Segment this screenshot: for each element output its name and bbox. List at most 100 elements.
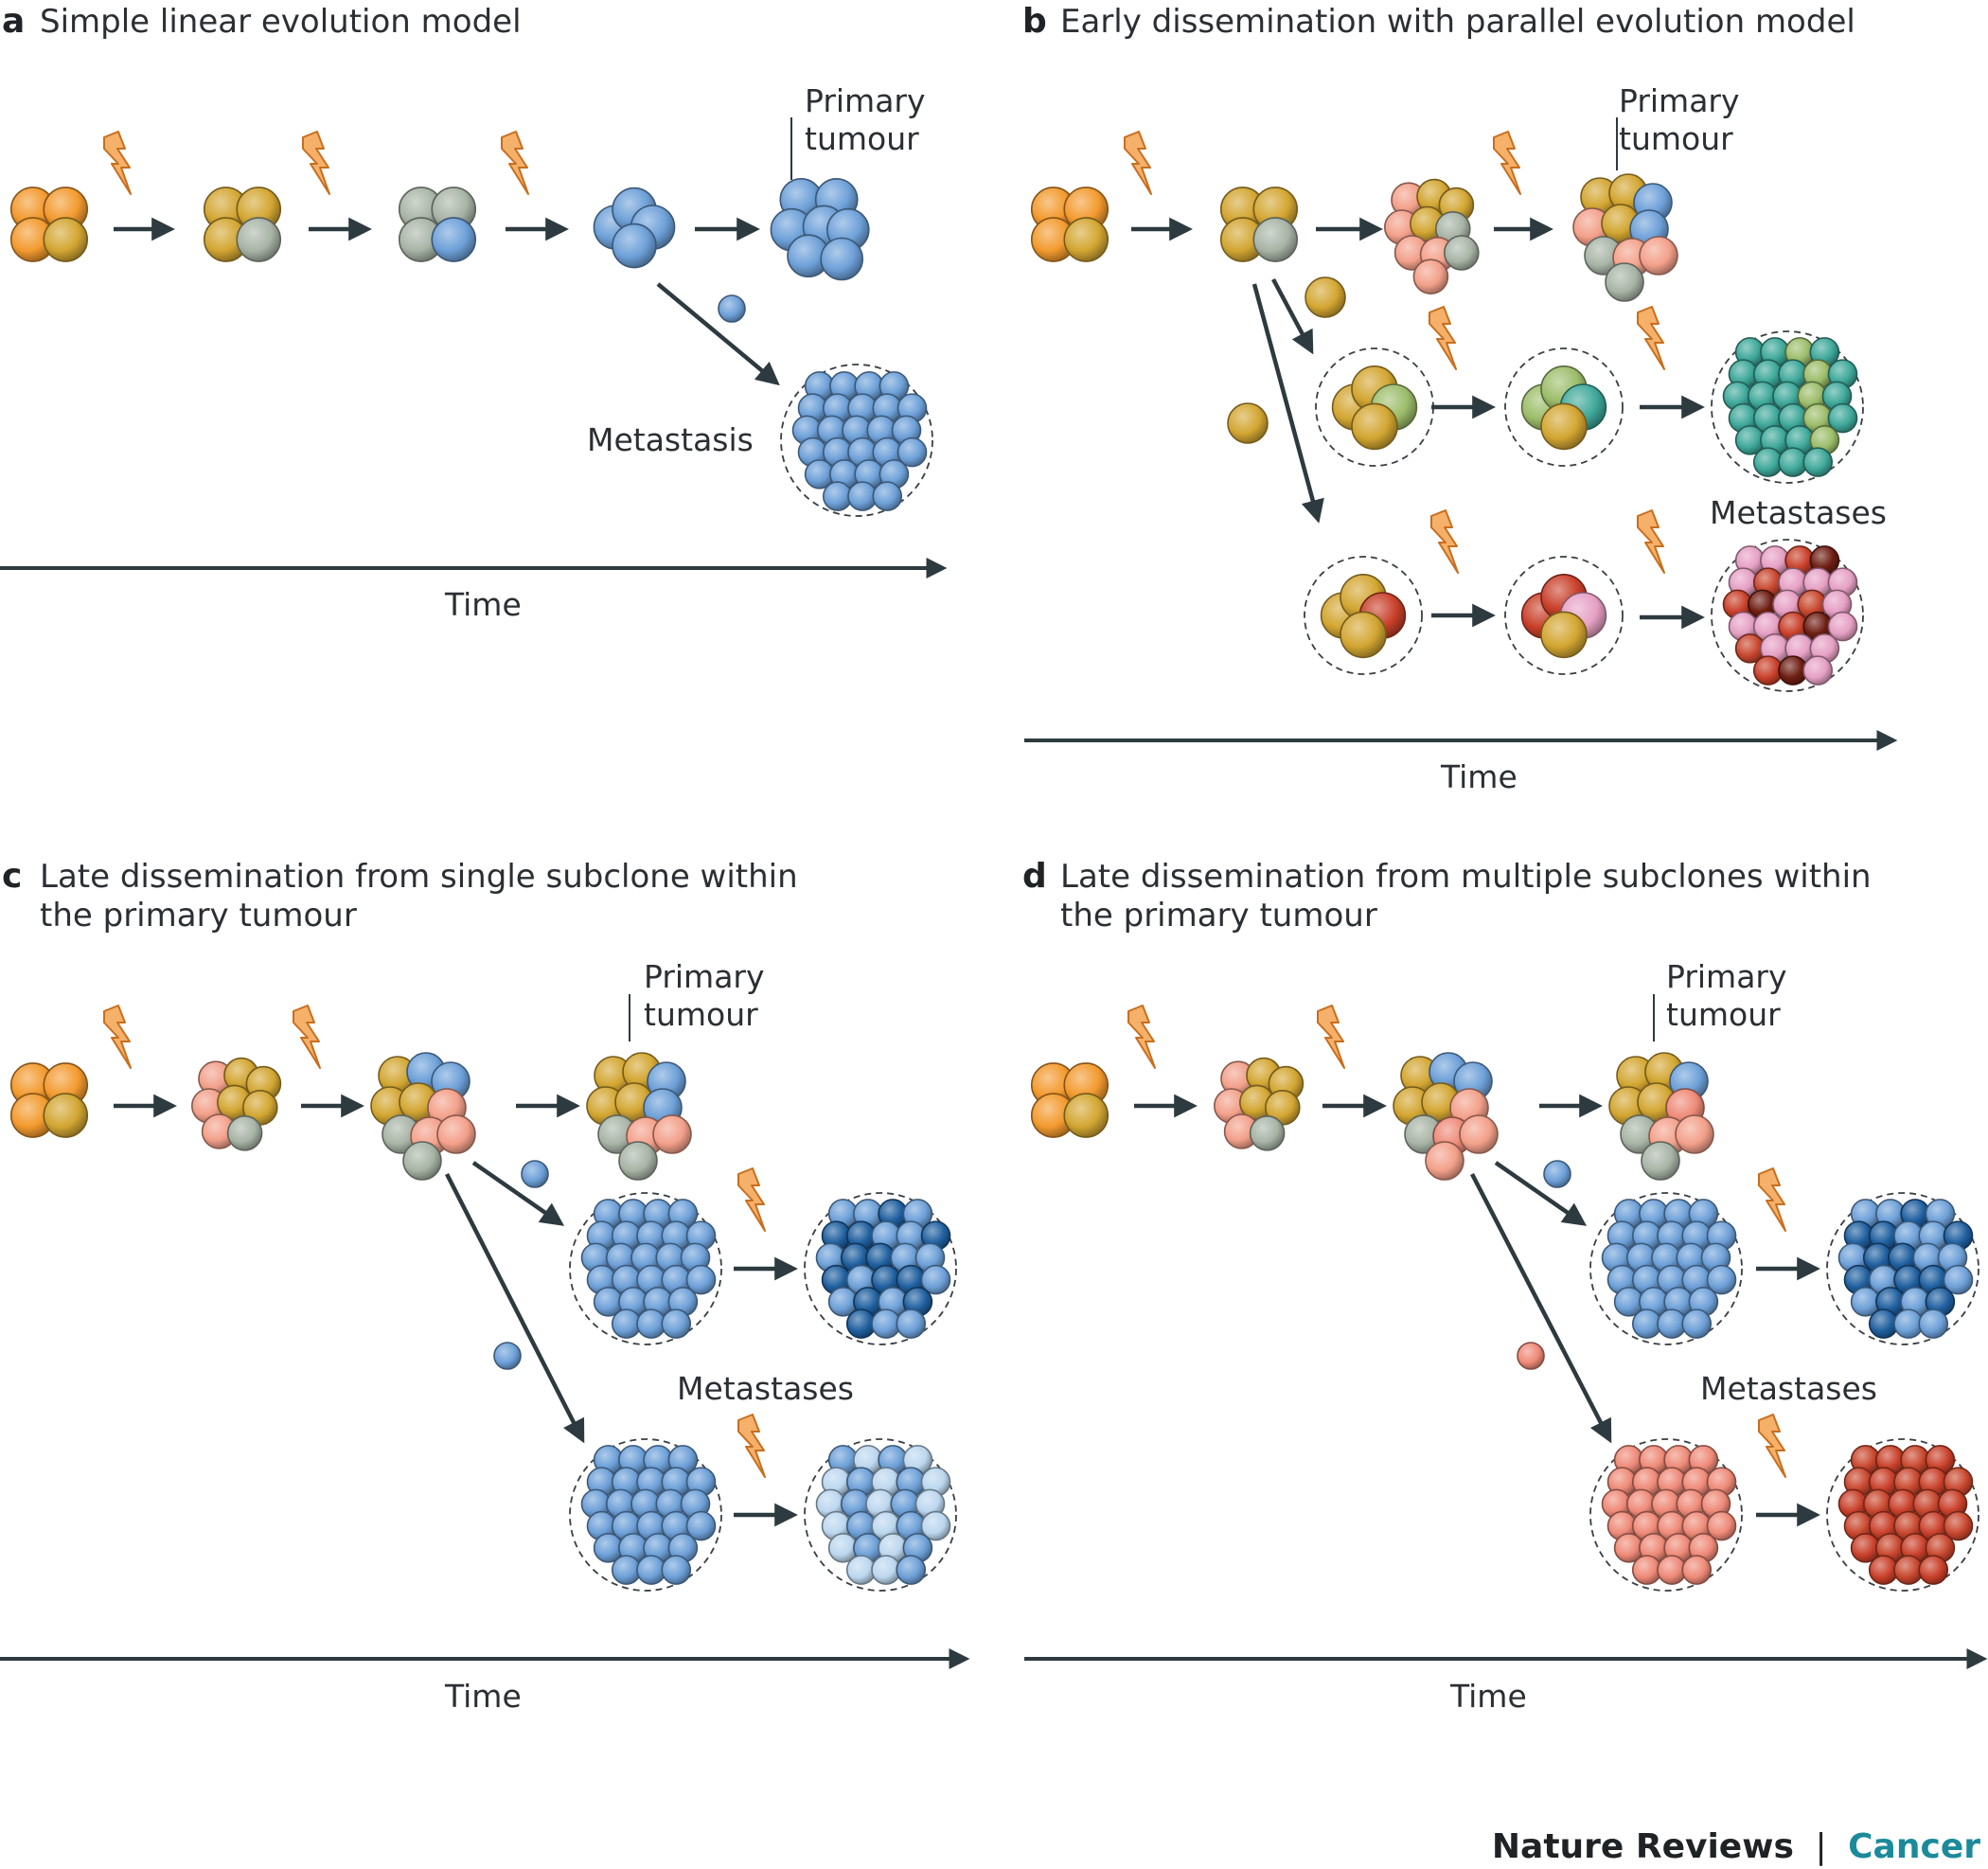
journal-brand: Nature Reviews | Cancer bbox=[1492, 1827, 1980, 1866]
panel-d-primary-label-2: tumour bbox=[1666, 996, 1781, 1033]
cell-sphere-icon bbox=[1459, 1114, 1499, 1154]
lightning-bolt-icon bbox=[1127, 1005, 1156, 1069]
metastasis-site bbox=[1826, 1438, 1979, 1592]
lightning-bolt-icon bbox=[1493, 131, 1521, 195]
cell-sphere-icon bbox=[1827, 611, 1858, 642]
cell-sphere-icon bbox=[431, 217, 477, 262]
metastasis-site bbox=[1826, 1192, 1979, 1345]
panel-d-metastasis-2-evolved bbox=[1837, 1445, 1974, 1585]
cell-sphere-icon bbox=[685, 1510, 717, 1541]
cell-sphere-icon bbox=[1706, 1510, 1737, 1541]
lightning-bolt-icon bbox=[1758, 1414, 1786, 1478]
dissemination-arrow bbox=[656, 282, 780, 386]
cell-sphere-icon bbox=[1802, 655, 1834, 685]
panel-a-metastasis bbox=[791, 371, 928, 511]
panel-d-time-label: Time bbox=[1449, 1678, 1527, 1715]
metastasis-site bbox=[1589, 1192, 1743, 1345]
metastasis-site bbox=[804, 1192, 957, 1345]
lightning-bolt-icon bbox=[1317, 1005, 1345, 1069]
disseminated-cell bbox=[718, 294, 746, 323]
cell-sphere-icon bbox=[236, 217, 282, 262]
panel-c-title-line-1: Late dissemination from single subclone … bbox=[40, 858, 798, 896]
dissemination-arrow bbox=[1271, 277, 1314, 355]
panel-d-metastasis-1-evolved bbox=[1837, 1199, 1974, 1339]
cell-sphere-icon bbox=[872, 481, 903, 511]
panel-c-primary-label-1: Primary bbox=[644, 958, 765, 995]
panel-d-founder-clone bbox=[1030, 1062, 1109, 1138]
metastasis-site bbox=[1504, 347, 1624, 467]
disseminated-cell bbox=[1305, 276, 1346, 318]
lightning-bolt-icon bbox=[1430, 509, 1459, 574]
disseminated-cell bbox=[1543, 1160, 1571, 1188]
cell-sphere-icon bbox=[1639, 236, 1678, 276]
cell-sphere-icon bbox=[226, 1115, 263, 1151]
panel-b-title: Early dissemination with parallel evolut… bbox=[1060, 3, 1855, 41]
panel-d-letter: d bbox=[1022, 857, 1047, 896]
panel-b-subclone-1 bbox=[1219, 187, 1299, 262]
lightning-bolt-icon bbox=[737, 1414, 766, 1478]
cell-sphere-icon bbox=[1706, 1264, 1737, 1295]
cell-sphere-icon bbox=[1943, 1510, 1974, 1541]
metastasis-site bbox=[1304, 556, 1423, 675]
cell-sphere-icon bbox=[1605, 262, 1644, 302]
cell-sphere-icon bbox=[1540, 402, 1588, 451]
lightning-bolt-icon bbox=[1429, 306, 1457, 370]
lightning-bolt-icon bbox=[1124, 131, 1152, 195]
journal-name: Nature Reviews bbox=[1492, 1827, 1794, 1866]
panel-b-primary-tumour bbox=[1572, 173, 1678, 302]
panel-c-subclone-1 bbox=[191, 1057, 282, 1151]
panel-b-met-branch-1-stage-1 bbox=[1331, 365, 1418, 451]
cell-sphere-icon bbox=[1063, 1093, 1109, 1138]
metastasis-site bbox=[569, 1438, 722, 1592]
panel-a-primary-tumour bbox=[770, 178, 870, 281]
panel-d-primary-tumour bbox=[1608, 1052, 1714, 1181]
panel-a-subclone-3 bbox=[593, 187, 676, 269]
lightning-bolt-icon bbox=[103, 1005, 132, 1069]
panel-c-metastasis-2-evolved bbox=[815, 1445, 951, 1585]
panel-b-met-branch-1-stage-2 bbox=[1520, 365, 1607, 451]
cell-sphere-icon bbox=[661, 1555, 692, 1585]
dissemination-arrow bbox=[471, 1161, 565, 1226]
panel-b-metastasis-red-pink bbox=[1722, 545, 1858, 685]
cell-sphere-icon bbox=[1425, 1141, 1464, 1181]
cell-sphere-icon bbox=[1351, 402, 1398, 451]
cell-sphere-icon bbox=[436, 1114, 476, 1154]
metastasis-site bbox=[804, 1438, 957, 1592]
cell-sphere-icon bbox=[1918, 1555, 1949, 1585]
panel-a-subclone-2 bbox=[398, 187, 477, 262]
metastasis-site bbox=[1504, 556, 1624, 675]
cell-sphere-icon bbox=[402, 1141, 442, 1181]
panel-a-primary-label-2: tumour bbox=[805, 120, 919, 157]
lightning-bolt-icon bbox=[293, 1005, 321, 1069]
cell-sphere-icon bbox=[1444, 235, 1480, 271]
lightning-bolt-icon bbox=[302, 131, 330, 195]
lightning-bolt-icon bbox=[1637, 306, 1665, 370]
cell-sphere-icon bbox=[1540, 611, 1588, 659]
cell-sphere-icon bbox=[661, 1308, 692, 1339]
disseminated-cell bbox=[1227, 402, 1269, 444]
panel-b-primary-label-2: tumour bbox=[1619, 120, 1733, 157]
cell-sphere-icon bbox=[652, 1114, 692, 1154]
cell-sphere-icon bbox=[43, 1093, 89, 1138]
cell-sphere-icon bbox=[1340, 611, 1387, 659]
cell-sphere-icon bbox=[820, 237, 864, 281]
cell-sphere-icon bbox=[1412, 258, 1449, 295]
panel-b-met-branch-2-stage-1 bbox=[1320, 573, 1407, 659]
panel-a-founder-clone bbox=[9, 187, 89, 262]
disseminated-cell bbox=[1517, 1342, 1545, 1370]
panel-d-primary-label-1: Primary bbox=[1666, 958, 1787, 995]
cell-sphere-icon bbox=[896, 1308, 927, 1339]
panel-b-met-branch-2-stage-2 bbox=[1520, 573, 1607, 659]
cell-sphere-icon bbox=[43, 217, 89, 262]
panel-d-subclone-1 bbox=[1214, 1057, 1305, 1151]
panel-c-metastasis-1 bbox=[580, 1199, 717, 1339]
panel-c-primary-tumour bbox=[586, 1052, 692, 1181]
panel-c-title-line-2: the primary tumour bbox=[40, 897, 357, 934]
panel-b-time-label: Time bbox=[1440, 758, 1518, 795]
cell-sphere-icon bbox=[1681, 1308, 1713, 1339]
cell-sphere-icon bbox=[612, 222, 657, 269]
cell-sphere-icon bbox=[1681, 1555, 1713, 1585]
cell-sphere-icon bbox=[896, 436, 928, 468]
cell-sphere-icon bbox=[1802, 447, 1834, 477]
panel-c-letter: c bbox=[2, 857, 22, 896]
